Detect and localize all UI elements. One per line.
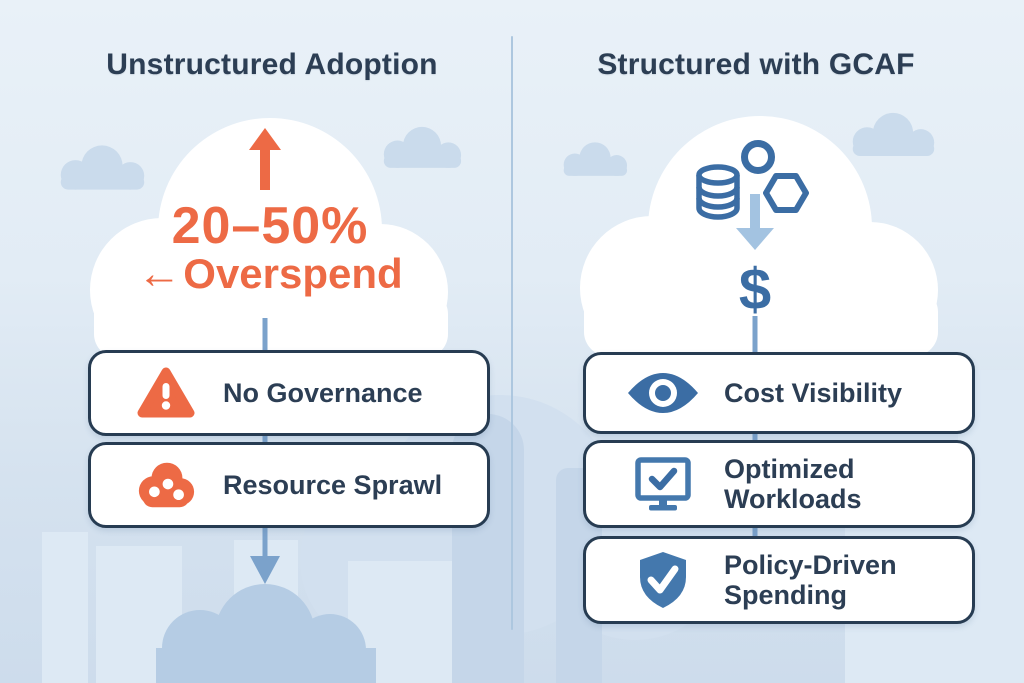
circle-icon (741, 140, 775, 174)
left-panel-title: Unstructured Adoption (106, 48, 438, 81)
card-label: Resource Sprawl (223, 469, 443, 500)
left-arrow-icon: ← (137, 249, 182, 298)
background-cloud (383, 126, 462, 168)
skyline-building (42, 532, 88, 683)
down-arrow-icon (736, 194, 774, 250)
card-label: Policy-Driven Spending (724, 549, 897, 610)
overspend-label: Overspend (183, 250, 403, 297)
card-label: No Governance (223, 377, 423, 408)
card-cost-visibility: Cost Visibility (583, 352, 975, 434)
right-panel-title: Structured with GCAF (597, 48, 915, 81)
card-label: Optimized Workloads (724, 453, 862, 514)
card-no-governance: No Governance (88, 350, 490, 436)
background-cloud (60, 145, 145, 190)
cloud-shape (90, 118, 448, 358)
card-policy-driven-spending: Policy-Driven Spending (583, 536, 975, 624)
sprawl-cloud-icon (135, 462, 197, 508)
dollar-sign: $ (738, 257, 772, 322)
up-arrow-icon (249, 128, 281, 190)
monitor-check-icon (624, 457, 702, 511)
background-cloud (563, 142, 628, 176)
card-optimized-workloads: Optimized Workloads (583, 440, 975, 528)
hexagon-icon (763, 173, 809, 213)
warning-icon (135, 367, 197, 419)
bottom-cloud (156, 584, 376, 683)
database-icon (696, 164, 740, 220)
overspend-label-row: ← Overspend (60, 250, 480, 298)
overspend-stat: 20–50% (171, 197, 369, 255)
background-cloud (852, 112, 935, 156)
divider-line (511, 36, 513, 630)
eye-icon (624, 370, 702, 416)
card-resource-sprawl: Resource Sprawl (88, 442, 490, 528)
card-label: Cost Visibility (724, 377, 903, 408)
shield-check-icon (624, 550, 702, 610)
